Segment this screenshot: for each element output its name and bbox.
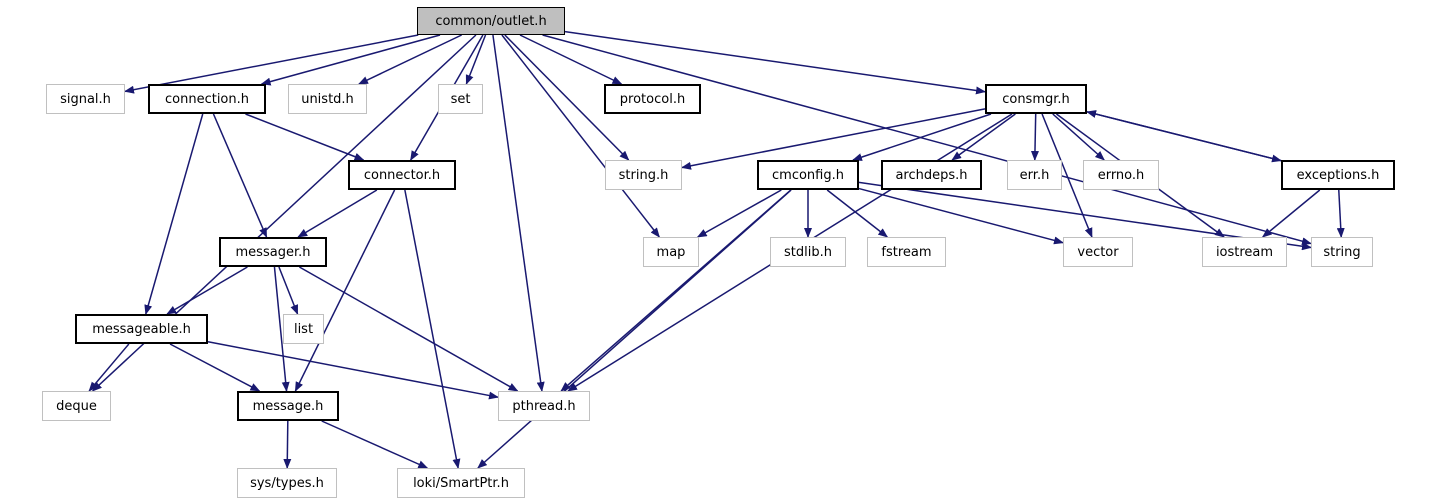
edge-connector-to-smartptr	[404, 189, 461, 469]
edge-consmgr-to-cmconfig	[852, 113, 992, 161]
node-stringh[interactable]: string.h	[605, 160, 682, 190]
node-protocol[interactable]: protocol.h	[604, 84, 701, 114]
edge-outlet-to-unistd	[358, 34, 462, 85]
edge-messageable-to-deque	[88, 343, 130, 392]
node-connection[interactable]: connection.h	[148, 84, 266, 114]
node-stdlib[interactable]: stdlib.h	[770, 237, 846, 267]
edge-exceptions-to-iostream	[1261, 189, 1321, 238]
node-connector[interactable]: connector.h	[348, 160, 456, 190]
node-exceptions[interactable]: exceptions.h	[1281, 160, 1395, 190]
node-archdeps[interactable]: archdeps.h	[881, 160, 982, 190]
edge-outlet-to-stringh	[504, 34, 630, 161]
edge-message-to-smartptr	[321, 420, 429, 469]
edge-outlet-to-map	[501, 34, 660, 238]
edge-connector-to-messager	[297, 189, 378, 238]
edge-outlet-to-connection	[260, 34, 441, 86]
edge-connection-to-messageable	[144, 113, 204, 315]
node-deque[interactable]: deque	[42, 391, 111, 421]
edge-messageable-to-pthread	[207, 340, 499, 400]
edge-message-to-systypes	[283, 420, 292, 469]
edge-cmconfig-to-string	[858, 181, 1312, 251]
node-err[interactable]: err.h	[1007, 160, 1062, 190]
edge-outlet-to-set	[465, 34, 487, 85]
edge-consmgr-to-err	[1030, 113, 1039, 161]
edge-messager-to-messageable	[166, 266, 248, 315]
edge-consmgr-to-vector	[1041, 113, 1093, 238]
edge-outlet-to-signal	[124, 34, 419, 94]
node-pthread[interactable]: pthread.h	[498, 391, 590, 421]
edge-cmconfig-to-vector	[858, 187, 1064, 245]
node-signal[interactable]: signal.h	[46, 84, 125, 114]
node-message[interactable]: message.h	[237, 391, 339, 421]
node-messager[interactable]: messager.h	[219, 237, 327, 267]
edge-outlet-to-protocol	[519, 34, 623, 85]
edge-cmconfig-to-map	[696, 189, 782, 238]
edge-connector-to-message	[294, 189, 396, 392]
edge-cmconfig-to-smartptr	[477, 189, 792, 469]
node-fstream[interactable]: fstream	[867, 237, 946, 267]
node-outlet[interactable]: common/outlet.h	[417, 7, 565, 35]
edge-messager-to-message	[273, 266, 290, 392]
edge-connection-to-connector	[245, 113, 365, 161]
node-unistd[interactable]: unistd.h	[288, 84, 367, 114]
node-map[interactable]: map	[643, 237, 699, 267]
edge-cmconfig-to-fstream	[826, 189, 889, 238]
edge-consmgr-to-archdeps	[951, 113, 1016, 161]
edge-outlet-to-string	[542, 34, 1312, 246]
edge-messager-to-pthread	[299, 266, 519, 392]
node-consmgr[interactable]: consmgr.h	[985, 84, 1087, 114]
edge-messageable-to-message	[169, 343, 261, 392]
edge-messager-to-list	[278, 266, 299, 315]
node-smartptr[interactable]: loki/SmartPtr.h	[397, 468, 525, 498]
edge-outlet-to-pthread	[492, 34, 545, 392]
node-systypes[interactable]: sys/types.h	[237, 468, 337, 498]
edge-outlet-to-consmgr	[564, 30, 986, 95]
node-cmconfig[interactable]: cmconfig.h	[757, 160, 859, 190]
edge-exceptions-to-string	[1336, 189, 1345, 238]
node-list[interactable]: list	[283, 314, 324, 344]
node-string[interactable]: string	[1311, 237, 1373, 267]
node-set[interactable]: set	[438, 84, 483, 114]
edge-connection-to-messager	[212, 113, 268, 238]
node-messageable[interactable]: messageable.h	[75, 314, 208, 344]
node-iostream[interactable]: iostream	[1202, 237, 1287, 267]
node-vector[interactable]: vector	[1063, 237, 1133, 267]
edge-consmgr-to-errno	[1052, 113, 1105, 161]
edge-consmgr-to-stringh	[681, 108, 986, 170]
edge-exceptions-to-consmgr	[1086, 110, 1282, 162]
node-errno[interactable]: errno.h	[1083, 160, 1159, 190]
